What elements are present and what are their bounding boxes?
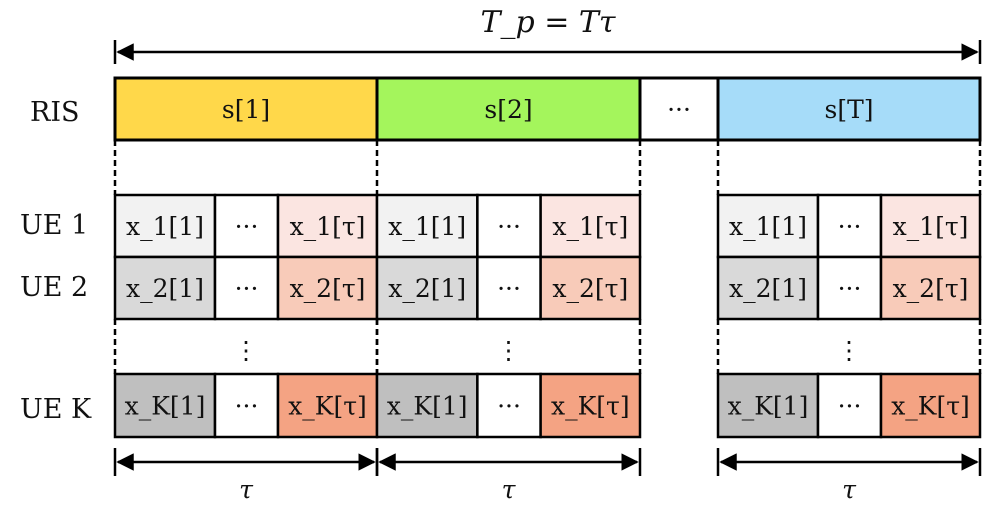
ue-blocks: x_1[1] ··· x_1[τ] x_2[1] ··· x_2[τ] x_K[1] ··· x… — [113, 193, 982, 439]
ris-label: RIS — [30, 97, 80, 128]
ue-cell-b2-r3-c1 — [375, 372, 479, 439]
ue-cell-b3-r1-c3 — [879, 193, 982, 259]
ue-cell-b3-r2-c3 — [879, 255, 982, 321]
ris-slot-2 — [375, 76, 642, 142]
ris-slot-1 — [113, 76, 379, 142]
ue-cell-text-b2-r2-c1: x_2[1] — [388, 274, 466, 303]
ue-cell-text-b1-r3-c1: x_K[1] — [125, 392, 206, 421]
ue-cell-text-b1-r1-c2: ··· — [235, 212, 259, 241]
ue-label-k: UE K — [20, 394, 92, 425]
ue-cell-b3-r2-c2 — [816, 255, 883, 321]
ue-cell-text-b3-r3-c1: x_K[1] — [728, 392, 809, 421]
ue-label-2: UE 2 — [20, 272, 88, 303]
ris-slot-label-3: ··· — [667, 95, 691, 124]
ue-cell-b3-r2-c1 — [716, 255, 820, 321]
ue-cell-text-b2-r1-c3: x_1[τ] — [552, 212, 628, 241]
ris-slot-label-2: s[2] — [484, 95, 532, 124]
ris-slot-label-1: s[1] — [222, 95, 270, 124]
ue-cell-b1-r3-c2 — [213, 372, 280, 439]
ue-cell-text-b1-r2-c3: x_2[τ] — [290, 274, 366, 303]
ue-cell-text-b2-r3-c1: x_K[1] — [387, 392, 468, 421]
ris-row: s[1] s[2] ··· s[T] — [113, 76, 982, 142]
ue-cell-b2-r2-c1 — [375, 255, 479, 321]
ue-cell-text-b3-r1-c3: x_1[τ] — [893, 212, 969, 241]
ue-cell-b3-r3-c1 — [716, 372, 820, 439]
tau-label-1: τ — [239, 475, 254, 504]
ue-cell-b2-r3-c3 — [539, 372, 642, 439]
ue-label-1: UE 1 — [20, 210, 88, 241]
ue-cell-b2-r1-c1 — [375, 193, 479, 259]
ue-cell-text-b1-r2-c1: x_2[1] — [126, 274, 204, 303]
tau-label-2: τ — [502, 475, 517, 504]
ue-cell-b2-r2-c2 — [476, 255, 542, 321]
ue-cell-text-b1-r3-c2: ··· — [235, 392, 259, 421]
ue-cell-b3-r3-c2 — [816, 372, 883, 439]
ue-cell-text-b1-r2-c2: ··· — [235, 274, 259, 303]
ue-cell-text-b2-r2-c2: ··· — [497, 274, 521, 303]
vertical-ellipsis-3: ⋮ — [837, 336, 862, 365]
ris-slot-label-4: s[T] — [824, 95, 873, 124]
ue-cell-text-b1-r1-c1: x_1[1] — [126, 212, 204, 241]
ue-cell-text-b3-r2-c2: ··· — [838, 274, 862, 303]
vertical-ellipsis-1: ⋮ — [234, 336, 259, 365]
ue-cell-b1-r2-c3 — [276, 255, 379, 321]
ue-cell-text-b2-r1-c2: ··· — [497, 212, 521, 241]
dashed-connectors — [113, 140, 982, 195]
ue-cell-b3-r1-c2 — [816, 193, 883, 259]
ris-slot-4 — [716, 76, 982, 142]
ue-cell-b3-r3-c3 — [879, 372, 982, 439]
ue-cell-text-b2-r1-c1: x_1[1] — [388, 212, 466, 241]
ue-cell-text-b3-r3-c3: x_K[τ] — [891, 392, 970, 421]
ue-cell-text-b1-r1-c3: x_1[τ] — [290, 212, 366, 241]
ue-cell-b3-r1-c1 — [716, 193, 820, 259]
ue-cell-text-b3-r1-c1: x_1[1] — [729, 212, 807, 241]
ue-cell-b1-r3-c1 — [113, 372, 217, 439]
ue-cell-b2-r2-c3 — [539, 255, 642, 321]
ue-cell-text-b3-r3-c2: ··· — [838, 392, 862, 421]
ue-cell-text-b2-r3-c2: ··· — [497, 392, 521, 421]
total-duration-arrow — [113, 40, 982, 64]
ue-cell-text-b1-r3-c3: x_K[τ] — [288, 392, 367, 421]
ris-slot-3 — [638, 76, 720, 142]
tau-label-3: τ — [842, 475, 857, 504]
ue-cell-b1-r2-c1 — [113, 255, 217, 321]
ue-cell-text-b3-r2-c1: x_2[1] — [729, 274, 807, 303]
ue-cell-text-b3-r2-c3: x_2[τ] — [893, 274, 969, 303]
ue-cell-text-b2-r2-c3: x_2[τ] — [552, 274, 628, 303]
ue-cell-text-b2-r3-c3: x_K[τ] — [551, 392, 630, 421]
vertical-ellipsis-2: ⋮ — [496, 336, 521, 365]
ue-cell-text-b3-r1-c2: ··· — [838, 212, 862, 241]
total-duration-label: T_p = Tτ — [480, 5, 615, 40]
